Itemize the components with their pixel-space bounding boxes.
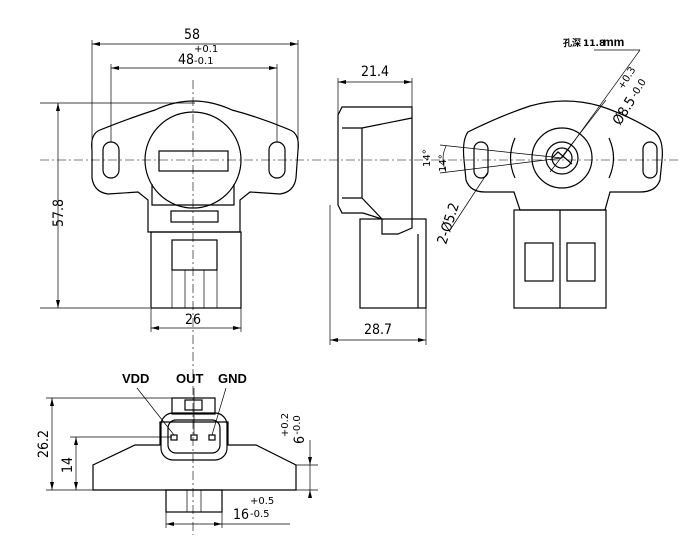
angle-arc — [442, 145, 447, 173]
connector-block — [171, 239, 218, 271]
dim-angle-side: 14° — [438, 154, 449, 172]
rear-hub — [531, 127, 593, 189]
side-body-outline — [337, 106, 413, 235]
dim-mount-tol-lower: -0.1 — [194, 56, 214, 67]
rear-left-slot — [473, 141, 489, 179]
depth-leader — [561, 49, 641, 159]
pin-leader-vdd — [136, 387, 175, 436]
dim-conn-step-lower: -0.0 — [292, 415, 303, 435]
label-window — [158, 150, 229, 172]
rear-connector-cavity — [524, 242, 554, 282]
side-view: 21.4 28.7 — [329, 64, 427, 345]
hole-depth-label: 孔深 — [563, 37, 581, 49]
side-edge — [361, 128, 383, 220]
connector-latch-tab — [184, 399, 203, 411]
rear-arc — [509, 137, 516, 179]
rear-view: 14° 14° 2-Ø5.2 Ø8.5 +0.3 -0.0 孔深 11.8 mm — [422, 35, 663, 309]
lower-window — [170, 210, 219, 223]
dim-mount-tol-upper: +0.1 — [194, 44, 218, 55]
shaft-flat — [551, 151, 573, 165]
body-skirt — [151, 184, 235, 206]
rear-flange-outline — [462, 100, 663, 211]
dim-depth-top: 21.4 — [361, 64, 389, 80]
rear-connector-cavity — [566, 242, 596, 282]
connector-housing — [150, 231, 242, 309]
dim-angle: 14° — [422, 149, 433, 167]
dim-mount-spacing: 48 — [178, 52, 194, 68]
dim-shaft-dia: Ø8.5 — [610, 94, 639, 128]
pin-out — [190, 434, 198, 441]
pin-label-out: OUT — [176, 371, 204, 386]
connector-base — [92, 421, 297, 491]
connector-view: VDD OUT GND 26.2 14 6 +0.2 -0.0 — [36, 371, 318, 528]
dim-conn-offset: 14 — [60, 457, 76, 473]
side-connector — [359, 218, 427, 309]
body-circle — [144, 111, 242, 209]
connector-latch — [171, 397, 216, 415]
dim-overall-width: 58 — [184, 27, 200, 43]
dim-height: 57.8 — [51, 199, 67, 227]
front-view: 58 48 +0.1 -0.1 57.8 26 — [40, 27, 680, 535]
dim-conn-height: 26.2 — [36, 430, 52, 458]
rear-arc — [608, 137, 615, 179]
rear-right-slot — [642, 141, 658, 179]
dim-conn-step-upper: +0.2 — [280, 413, 291, 437]
pin-leader-gnd — [211, 387, 227, 436]
hole-leader — [449, 171, 489, 231]
pin-label-vdd: VDD — [122, 371, 149, 386]
pin-vdd — [170, 434, 178, 441]
dim-hole-dia: 2-Ø5.2 — [435, 201, 463, 246]
flange-outline — [91, 100, 299, 233]
connector-plug — [165, 489, 223, 513]
dim-plug-width: 16 — [233, 507, 249, 523]
dim-plug-tol-lower: -0.5 — [250, 509, 270, 520]
pin-label-gnd: GND — [218, 371, 247, 386]
hole-depth-value: 11.8 — [583, 39, 605, 49]
dim-plug-tol-upper: +0.5 — [250, 496, 274, 507]
dim-conn-step: 6 — [292, 436, 308, 444]
dim-connector-width: 26 — [185, 312, 201, 328]
dim-depth-bottom: 28.7 — [364, 322, 392, 338]
pin-gnd — [208, 434, 216, 441]
shaft-bore — [545, 141, 579, 175]
side-edge — [342, 117, 413, 129]
hole-depth-unit: mm — [603, 35, 624, 49]
